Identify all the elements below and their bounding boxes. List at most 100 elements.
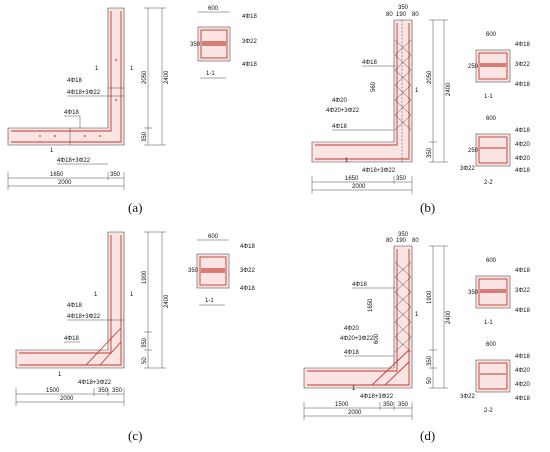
label-rebar: 4Φ18+3Φ22 <box>67 314 101 320</box>
label-rebar: 4Φ18 <box>352 282 367 288</box>
section-mark: 1 <box>415 312 419 318</box>
dimension: 190 <box>396 12 407 18</box>
panel-a: 4Φ18 4Φ18+3Φ22 4Φ18 1 1 1 4Φ18+3Φ22 1650… <box>7 6 257 215</box>
label-rebar: 4Φ18 <box>67 303 82 309</box>
dimension: 350 <box>398 5 409 11</box>
label-rebar: 4Φ18 <box>242 14 257 20</box>
section-mark: 1 <box>415 88 419 94</box>
caption-b: (b) <box>420 200 435 215</box>
dimension: 350 <box>396 176 407 182</box>
label-rebar: 4Φ18 <box>515 128 530 134</box>
section-mark: 1 <box>130 292 134 298</box>
dimension: 350 <box>142 337 148 348</box>
dimension: 2000 <box>352 184 366 190</box>
dimension: 600 <box>486 32 497 38</box>
section-mark: 1 <box>58 372 62 378</box>
section-mark: 1 <box>130 66 134 72</box>
dimension: 2050 <box>427 70 433 84</box>
dimension: 80 <box>412 12 419 18</box>
label-rebar: 4Φ18 <box>515 82 530 88</box>
dimension: 350 <box>142 131 148 142</box>
label-rebar: 4Φ18+3Φ22 <box>360 394 394 400</box>
dimension: 1500 <box>46 388 60 394</box>
label-rebar: 4Φ20 <box>515 368 530 374</box>
dimension: 2000 <box>58 180 72 186</box>
dimension: 350 <box>468 290 479 296</box>
caption-a: (a) <box>128 200 142 215</box>
label-rebar: 4Φ20 <box>515 156 530 162</box>
dimension: 350 <box>427 147 433 158</box>
label-rebar: 4Φ18 <box>64 110 79 116</box>
label-rebar: 3Φ22 <box>515 288 530 294</box>
dimension: 1650 <box>368 298 374 312</box>
label-rebar: 4Φ20+3Φ22 <box>326 108 360 114</box>
label-rebar: 4Φ18 <box>515 168 530 174</box>
dimension: 2400 <box>164 70 170 84</box>
label-rebar: 4Φ18 <box>362 60 377 66</box>
section-mark: 1 <box>94 292 98 298</box>
dimension: 600 <box>208 6 219 12</box>
dimension: 1900 <box>142 270 148 284</box>
section-title: 2-2 <box>484 408 493 414</box>
dimension: 560 <box>371 81 377 92</box>
label-rebar: 4Φ18 <box>515 42 530 48</box>
label-rebar: 4Φ18 <box>515 354 530 360</box>
dimension: 50 <box>427 377 433 384</box>
label-rebar: 4Φ18 <box>240 244 255 250</box>
dimension: 350 <box>98 388 109 394</box>
section-title: 2-2 <box>484 180 493 186</box>
label-rebar: 4Φ18 <box>242 62 257 68</box>
dimension: 2400 <box>164 294 170 308</box>
label-rebar: 4Φ18 <box>515 268 530 274</box>
dimension: 350 <box>398 402 409 408</box>
dimension: 2050 <box>142 70 148 84</box>
section-mark: 1 <box>352 386 356 392</box>
label-rebar: 4Φ18 <box>515 308 530 314</box>
section-title: 1-1 <box>484 94 493 100</box>
dimension: 190 <box>396 238 407 244</box>
dimension: 2000 <box>348 410 362 416</box>
dimension: 2400 <box>446 82 452 96</box>
dimension: 50 <box>142 357 148 364</box>
label-rebar: 3Φ22 <box>240 268 255 274</box>
dimension: 1900 <box>427 290 433 304</box>
label-rebar: 4Φ18+3Φ22 <box>67 90 101 96</box>
label-rebar: 4Φ18 <box>344 350 359 356</box>
dimension: 250 <box>468 148 479 154</box>
dimension: 350 <box>190 42 201 48</box>
label-rebar: 4Φ20 <box>515 382 530 388</box>
label-rebar: 4Φ20 <box>515 142 530 148</box>
section-title: 1-1 <box>206 71 215 77</box>
dimension: 600 <box>486 342 497 348</box>
dimension: 2000 <box>60 396 74 402</box>
panel-c: 4Φ18 4Φ18+3Φ22 4Φ18 1 1 1 4Φ18+3Φ22 1500… <box>15 231 255 443</box>
dimension: 350 <box>110 172 121 178</box>
dimension: 600 <box>486 116 497 122</box>
dimension: 80 <box>386 12 393 18</box>
dimension: 600 <box>486 258 497 264</box>
dimension: 80 <box>386 238 393 244</box>
label-rebar: 4Φ18+3Φ22 <box>78 380 112 386</box>
label-rebar: 4Φ20+3Φ22 <box>340 336 374 342</box>
panel-b: 80 190 80 350 4Φ18 560 4Φ20 4Φ20+3Φ22 4Φ… <box>311 5 530 215</box>
dimension: 350 <box>398 232 409 238</box>
caption-d: (d) <box>420 428 435 443</box>
label-rebar: 4Φ18 <box>240 286 255 292</box>
label-rebar: 4Φ20 <box>344 326 359 332</box>
dimension: 250 <box>468 64 479 70</box>
caption-c: (c) <box>128 428 142 443</box>
label-rebar: 4Φ18+3Φ22 <box>362 168 396 174</box>
section-mark: 1 <box>345 158 349 164</box>
dimension: 1650 <box>50 172 64 178</box>
section-title: 1-1 <box>205 298 214 304</box>
dimension: 350 <box>427 355 433 366</box>
dimension: 80 <box>412 238 419 244</box>
dimension: 2400 <box>446 310 452 324</box>
label-rebar: 4Φ18 <box>515 396 530 402</box>
dimension: 600 <box>208 234 219 240</box>
label-rebar: 4Φ18 <box>64 336 79 342</box>
dimension: 1650 <box>345 176 359 182</box>
label-rebar: 4Φ18 <box>332 124 347 130</box>
label-rebar: 3Φ22 <box>515 62 530 68</box>
